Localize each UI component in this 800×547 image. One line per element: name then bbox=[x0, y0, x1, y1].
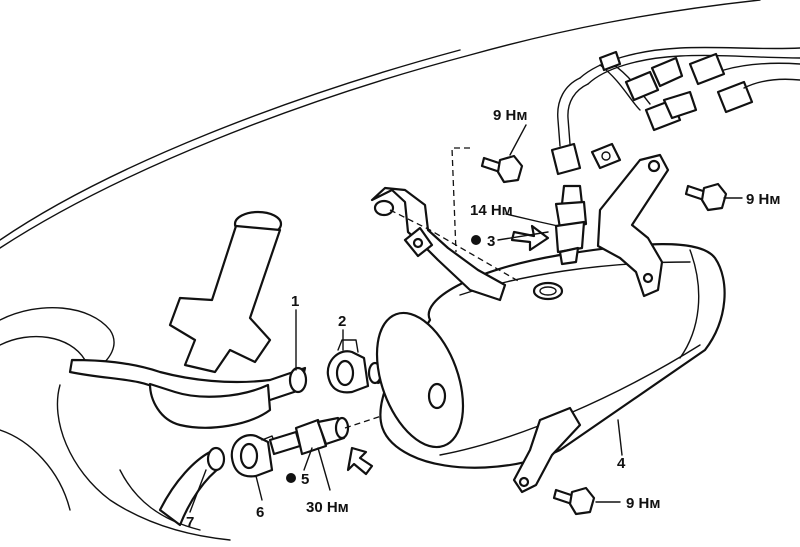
bolt-bottom bbox=[552, 486, 596, 516]
sensor-3-connector bbox=[550, 77, 589, 176]
leader-lines bbox=[189, 124, 743, 513]
callout-2: 2 bbox=[338, 313, 346, 330]
callout-4: 4 bbox=[617, 455, 626, 472]
tank-bracket-left bbox=[370, 186, 507, 302]
tank-bracket-right bbox=[590, 142, 670, 298]
torque-label-bolt-bottom: 9 Нм bbox=[626, 495, 660, 512]
arrow-sensor-5-icon bbox=[346, 446, 374, 476]
callout-1: 1 bbox=[291, 293, 299, 310]
torque-label-bolt-right: 9 Нм bbox=[746, 191, 780, 208]
bullet-3-icon bbox=[471, 235, 481, 245]
alignment-line-top bbox=[451, 147, 470, 253]
clamp-6 bbox=[230, 434, 277, 478]
alignment-line-5 bbox=[344, 397, 437, 429]
torque-label-sensor-3: 14 Нм bbox=[470, 202, 513, 219]
bullet-5-icon bbox=[286, 473, 296, 483]
air-tank-4 bbox=[375, 243, 726, 469]
pressure-switch-5 bbox=[268, 416, 350, 456]
engine-background bbox=[0, 306, 231, 541]
body-panel-outline bbox=[0, 0, 761, 249]
intake-pipe bbox=[168, 210, 283, 374]
tank-bracket-bottom bbox=[512, 406, 582, 494]
torque-label-bolt-top: 9 Нм bbox=[493, 107, 527, 124]
bolt-right bbox=[684, 182, 728, 212]
hose-1 bbox=[68, 358, 308, 429]
callout-5: 5 bbox=[301, 471, 309, 488]
callout-6: 6 bbox=[256, 504, 264, 521]
bolt-top bbox=[480, 154, 524, 184]
torque-label-sensor-5: 30 Нм bbox=[306, 499, 349, 516]
callout-7: 7 bbox=[186, 514, 194, 531]
clamp-2 bbox=[326, 339, 370, 394]
arrow-sensor-3-icon bbox=[510, 224, 550, 252]
callout-3: 3 bbox=[487, 233, 495, 250]
wiring-harness bbox=[579, 46, 800, 132]
alignment-line-bracket bbox=[389, 209, 521, 283]
pressure-switch-3 bbox=[554, 184, 588, 266]
